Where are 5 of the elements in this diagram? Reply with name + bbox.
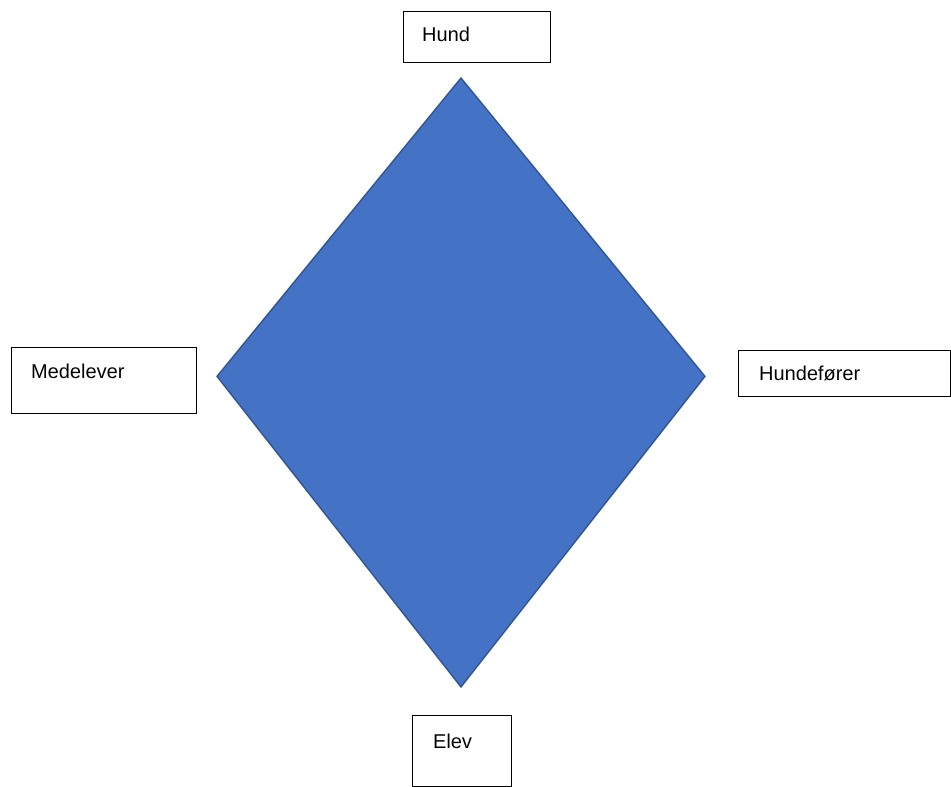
label-box: Medelever xyxy=(11,347,197,414)
diamond-shape xyxy=(216,77,706,688)
label-box: Elev xyxy=(412,715,512,787)
label-box: Hundefører xyxy=(738,350,951,397)
label-box: Hund xyxy=(403,11,551,63)
